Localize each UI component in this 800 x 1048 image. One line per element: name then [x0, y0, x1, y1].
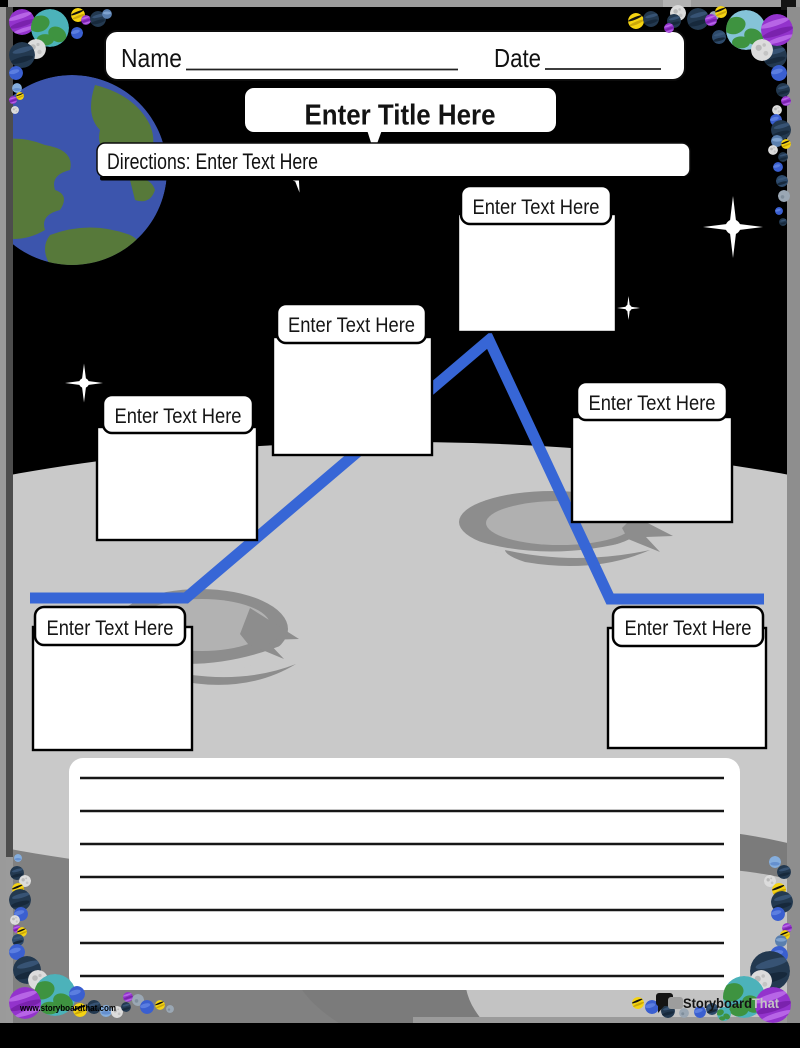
- svg-text:Enter Text Here: Enter Text Here: [589, 391, 716, 415]
- svg-text:Storyboard: Storyboard: [683, 995, 752, 1011]
- svg-text:Name: Name: [121, 43, 182, 73]
- svg-text:Directions: Enter Text Here: Directions: Enter Text Here: [107, 149, 318, 174]
- svg-text:That: That: [752, 995, 779, 1011]
- svg-text:Enter Text Here: Enter Text Here: [47, 616, 174, 640]
- svg-text:Enter Text Here: Enter Text Here: [288, 313, 415, 337]
- svg-text:Enter Text Here: Enter Text Here: [473, 195, 600, 219]
- svg-text:Date: Date: [494, 43, 541, 73]
- svg-text:Enter Text Here: Enter Text Here: [625, 616, 752, 640]
- svg-text:Enter Title Here: Enter Title Here: [305, 100, 496, 132]
- svg-text:Enter Text Here: Enter Text Here: [115, 404, 242, 428]
- svg-text:www.storyboardthat.com: www.storyboardthat.com: [19, 1003, 116, 1014]
